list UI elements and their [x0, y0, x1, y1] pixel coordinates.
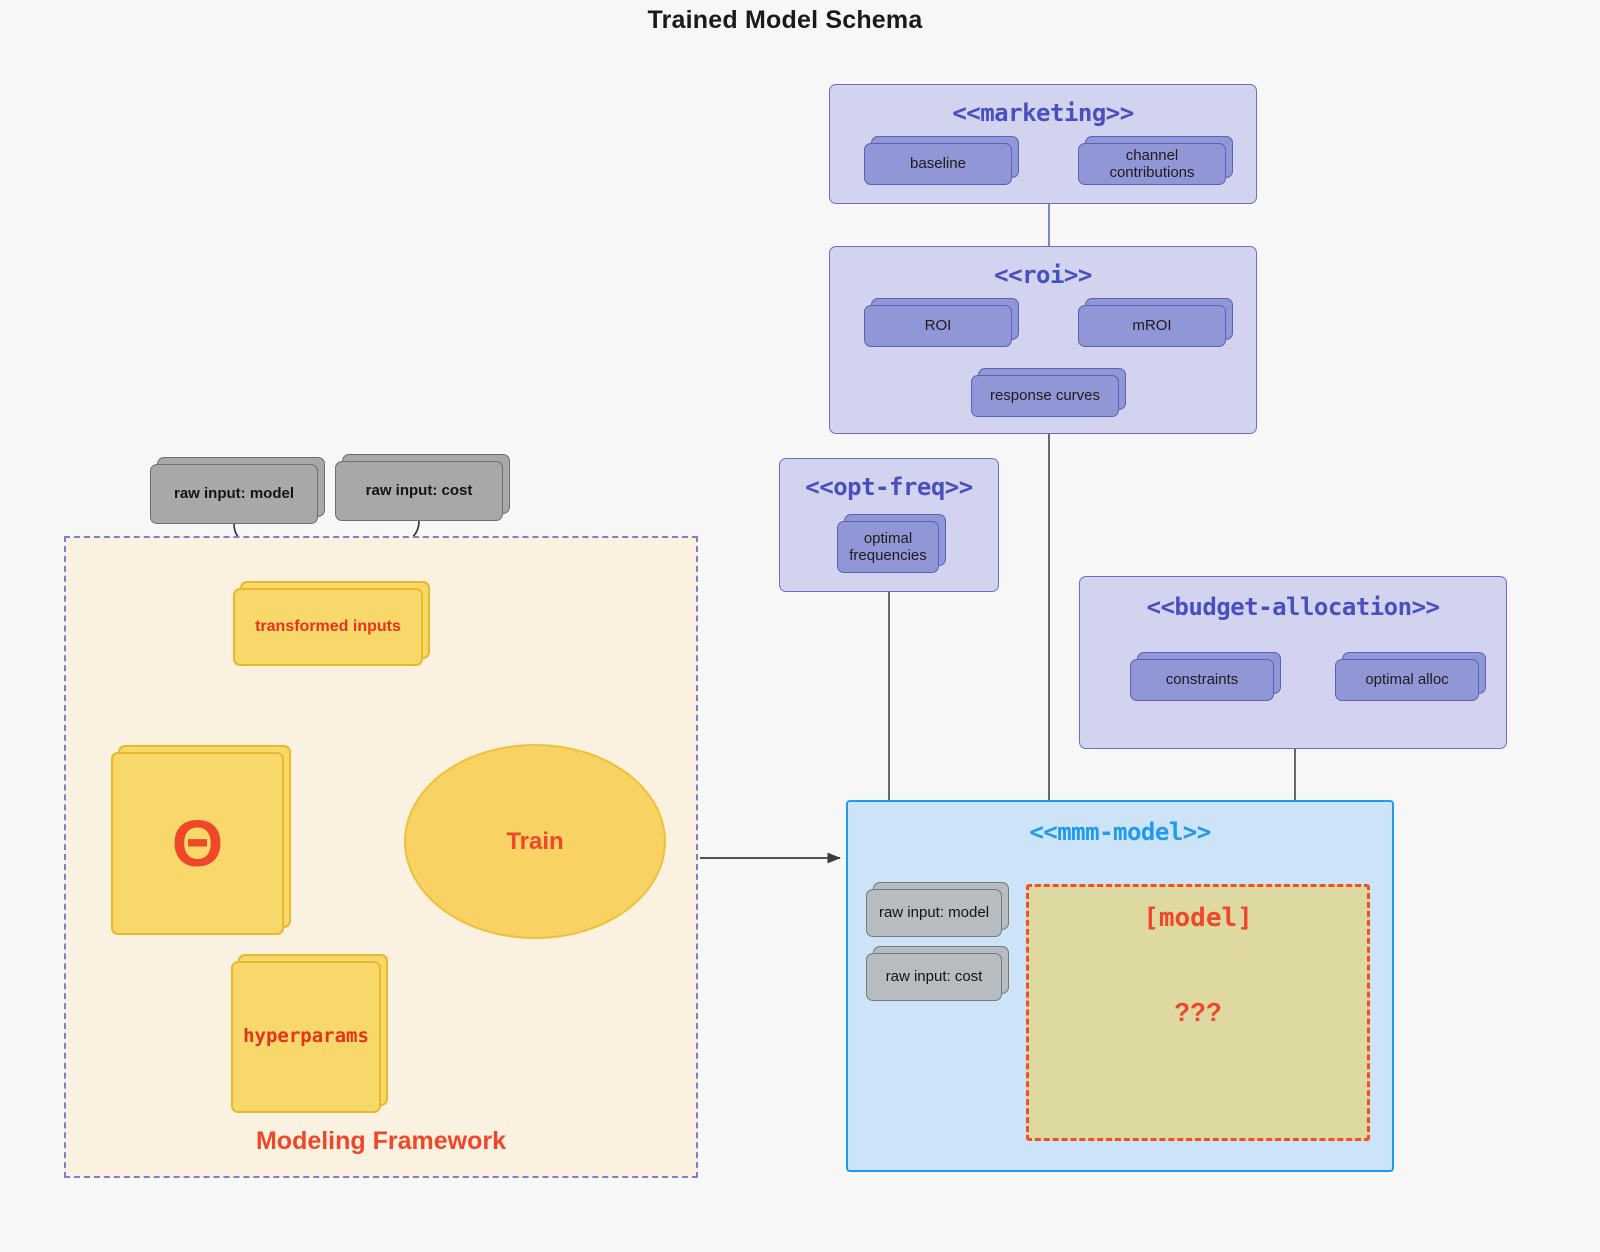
page-title: Trained Model Schema: [647, 6, 923, 34]
node-raw-input-cost[interactable]: raw input: cost: [335, 454, 510, 521]
node-raw-input-model-label: raw input: model: [150, 464, 318, 524]
node-hyperparams[interactable]: hyperparams: [231, 954, 388, 1113]
package-roi[interactable]: <<roi>> ROI mROI response curves: [829, 246, 1257, 434]
node-baseline-label: baseline: [864, 143, 1012, 185]
node-optimal-alloc[interactable]: optimal alloc: [1335, 652, 1486, 701]
node-theta[interactable]: Θ: [111, 745, 291, 935]
node-constraints[interactable]: constraints: [1130, 652, 1281, 701]
node-transformed-inputs[interactable]: transformed inputs: [233, 581, 430, 666]
node-channel-contributions-label: channel contributions: [1078, 143, 1226, 185]
node-raw-input-model[interactable]: raw input: model: [150, 457, 325, 524]
package-opt-freq-title: <<opt-freq>>: [805, 473, 973, 501]
node-constraints-label: constraints: [1130, 659, 1274, 701]
package-opt-freq[interactable]: <<opt-freq>> optimal frequencies: [779, 458, 999, 592]
package-budget-allocation[interactable]: <<budget-allocation>> constraints optima…: [1079, 576, 1507, 749]
node-baseline[interactable]: baseline: [864, 136, 1019, 185]
model-placeholder-unknown: ???: [1174, 997, 1222, 1027]
process-train[interactable]: Train: [404, 744, 666, 939]
package-roi-title: <<roi>>: [994, 261, 1092, 289]
node-optimal-alloc-label: optimal alloc: [1335, 659, 1479, 701]
process-train-label: Train: [506, 827, 564, 855]
model-placeholder-box[interactable]: [model] ???: [1026, 884, 1370, 1141]
node-optimal-frequencies-label: optimal frequencies: [837, 521, 939, 573]
node-mmm-raw-input-cost[interactable]: raw input: cost: [866, 946, 1009, 1001]
model-placeholder-label: [model]: [1143, 903, 1253, 933]
package-budget-allocation-title: <<budget-allocation>>: [1146, 593, 1440, 621]
node-roi[interactable]: ROI: [864, 298, 1019, 347]
node-mroi-label: mROI: [1078, 305, 1226, 347]
package-mmm-model-title: <<mmm-model>>: [1029, 818, 1211, 846]
node-mroi[interactable]: mROI: [1078, 298, 1233, 347]
node-theta-label: Θ: [111, 752, 284, 935]
package-marketing-title: <<marketing>>: [952, 99, 1134, 127]
modeling-framework-label: Modeling Framework: [255, 1127, 507, 1155]
node-roi-label: ROI: [864, 305, 1012, 347]
node-response-curves[interactable]: response curves: [971, 368, 1126, 417]
node-mmm-raw-input-model-label: raw input: model: [866, 889, 1002, 937]
node-raw-input-cost-label: raw input: cost: [335, 461, 503, 521]
node-hyperparams-label: hyperparams: [231, 961, 381, 1113]
node-mmm-raw-input-cost-label: raw input: cost: [866, 953, 1002, 1001]
node-mmm-raw-input-model[interactable]: raw input: model: [866, 882, 1009, 937]
package-marketing[interactable]: <<marketing>> baseline channel contribut…: [829, 84, 1257, 204]
node-optimal-frequencies[interactable]: optimal frequencies: [837, 514, 946, 573]
node-transformed-inputs-label: transformed inputs: [233, 588, 423, 666]
node-channel-contributions[interactable]: channel contributions: [1078, 136, 1233, 185]
node-response-curves-label: response curves: [971, 375, 1119, 417]
